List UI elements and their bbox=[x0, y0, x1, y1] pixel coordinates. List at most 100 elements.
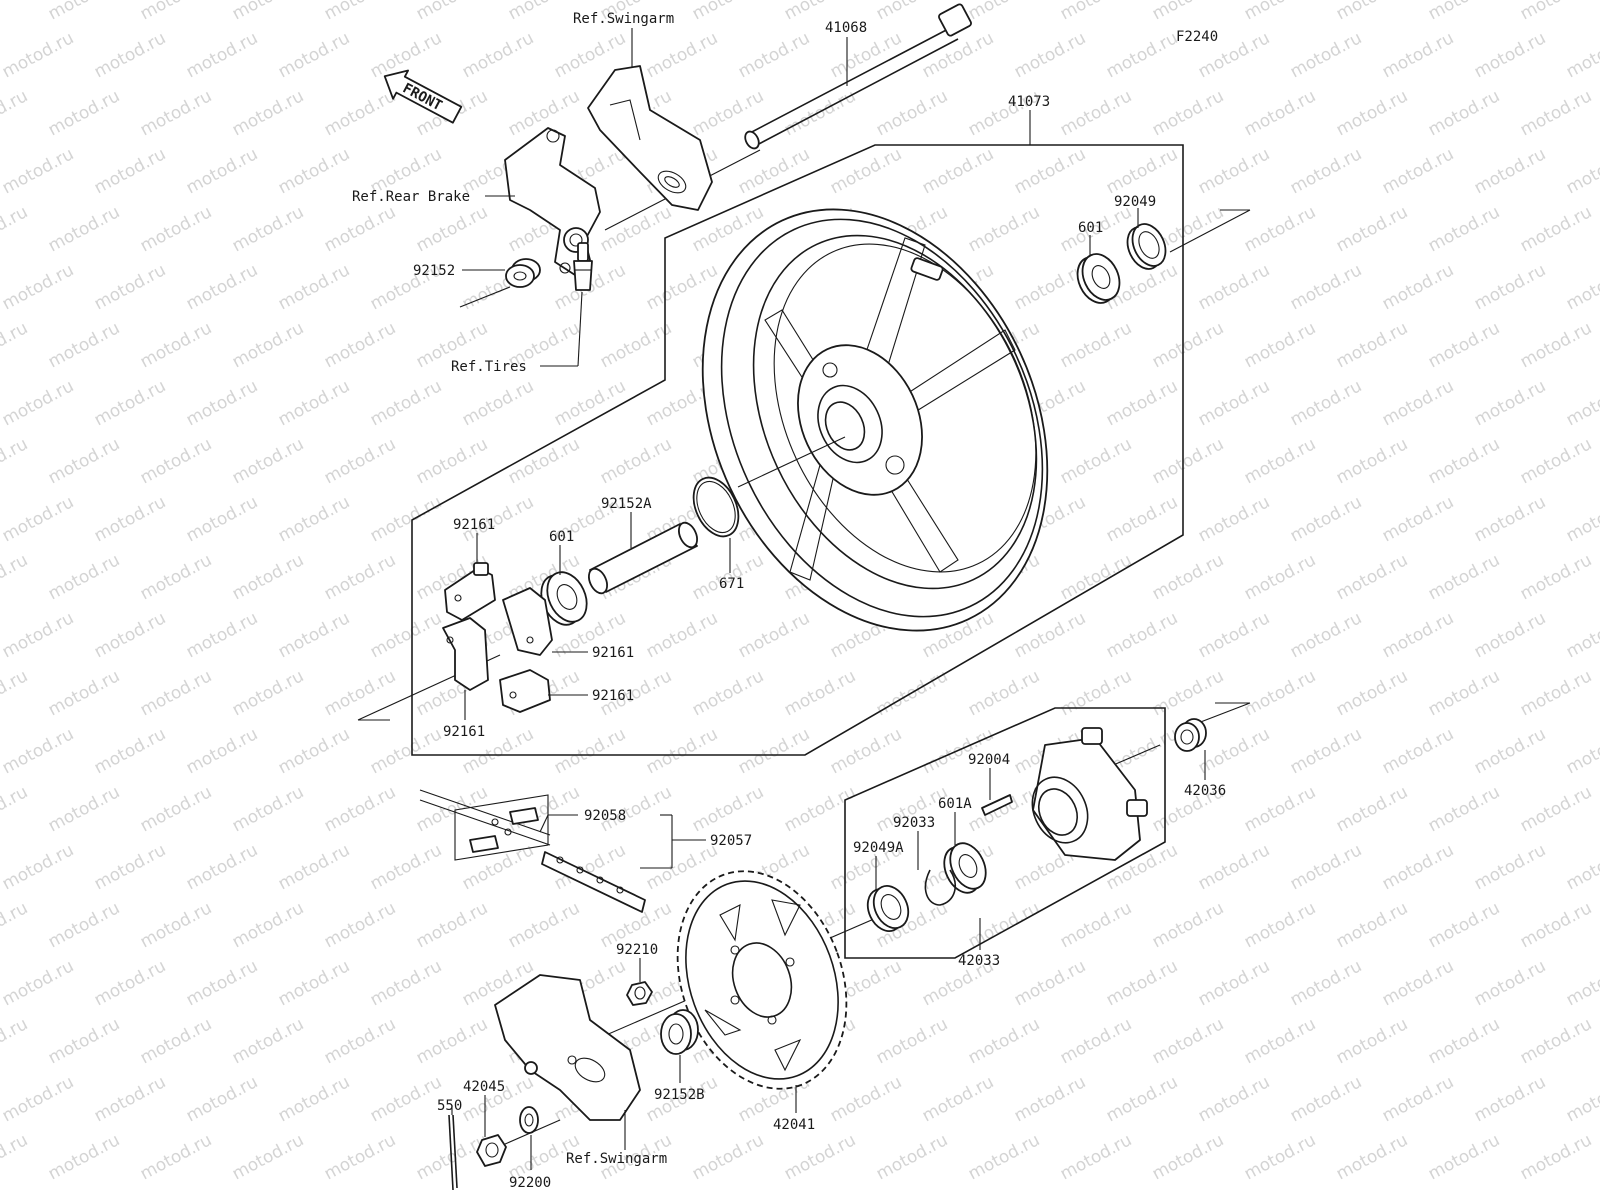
label-ref-swingarm-bottom: Ref.Swingarm bbox=[566, 1151, 667, 1167]
watermark-text: motod.ru bbox=[275, 724, 353, 778]
watermark-text: motod.ru bbox=[321, 86, 399, 140]
watermark-text: motod.ru bbox=[1287, 840, 1365, 894]
watermark-text: motod.ru bbox=[1563, 260, 1600, 314]
label-92210: 92210 bbox=[616, 942, 658, 958]
label-41068: 41068 bbox=[825, 20, 867, 36]
watermark-text: motod.ru bbox=[1241, 434, 1319, 488]
rear-sprocket-42041 bbox=[676, 870, 848, 1090]
watermark-text: motod.ru bbox=[0, 550, 31, 604]
watermark-text: motod.ru bbox=[1563, 956, 1600, 1010]
watermark-text: motod.ru bbox=[275, 608, 353, 662]
watermark-text: motod.ru bbox=[1425, 318, 1503, 372]
watermark-text: motod.ru bbox=[413, 0, 491, 24]
watermark-text: motod.ru bbox=[1379, 144, 1457, 198]
watermark-text: motod.ru bbox=[965, 1130, 1043, 1184]
watermark-text: motod.ru bbox=[275, 376, 353, 430]
watermark-text: motod.ru bbox=[505, 782, 583, 836]
watermark-text: motod.ru bbox=[873, 1014, 951, 1068]
watermark-text: motod.ru bbox=[735, 608, 813, 662]
watermark-text: motod.ru bbox=[45, 782, 123, 836]
seal-92049-top bbox=[1126, 223, 1167, 270]
bearing-601-mid bbox=[540, 571, 588, 626]
watermark-text: motod.ru bbox=[1195, 956, 1273, 1010]
watermark-text: motod.ru bbox=[321, 434, 399, 488]
watermark-text: motod.ru bbox=[827, 28, 905, 82]
watermark-text: motod.ru bbox=[1379, 260, 1457, 314]
watermark-text: motod.ru bbox=[413, 898, 491, 952]
watermark-text: motod.ru bbox=[965, 202, 1043, 256]
watermark-text: motod.ru bbox=[321, 782, 399, 836]
label-601A: 601A bbox=[938, 796, 972, 812]
circlip-92033 bbox=[924, 869, 956, 906]
watermark-text: motod.ru bbox=[1287, 724, 1365, 778]
watermark-text: motod.ru bbox=[1517, 1130, 1595, 1184]
label-ref-rear-brake: Ref.Rear Brake bbox=[352, 189, 470, 205]
watermark-text: motod.ru bbox=[0, 1072, 77, 1126]
watermark-text: motod.ru bbox=[45, 666, 123, 720]
watermark-text: motod.ru bbox=[321, 318, 399, 372]
watermark-text: motod.ru bbox=[1563, 608, 1600, 662]
watermark-text: motod.ru bbox=[367, 1072, 445, 1126]
watermark-text: motod.ru bbox=[965, 782, 1043, 836]
watermark-text: motod.ru bbox=[0, 956, 77, 1010]
label-92161-d: 92161 bbox=[443, 724, 485, 740]
watermark-text: motod.ru bbox=[1195, 260, 1273, 314]
watermark-text: motod.ru bbox=[1287, 608, 1365, 662]
watermark-text: motod.ru bbox=[1379, 1072, 1457, 1126]
watermark-text: motod.ru bbox=[229, 550, 307, 604]
watermark-text: motod.ru bbox=[1103, 144, 1181, 198]
watermark-text: motod.ru bbox=[183, 840, 261, 894]
damper-92161-d bbox=[499, 669, 551, 713]
watermark-text: motod.ru bbox=[321, 1014, 399, 1068]
label-92004: 92004 bbox=[968, 752, 1010, 768]
watermark-text: motod.ru bbox=[1425, 0, 1503, 24]
watermark-text: motod.ru bbox=[413, 782, 491, 836]
watermark-text: motod.ru bbox=[1103, 956, 1181, 1010]
watermark-text: motod.ru bbox=[229, 666, 307, 720]
watermark-text: motod.ru bbox=[137, 0, 215, 24]
watermark-text: motod.ru bbox=[505, 898, 583, 952]
watermark-text: motod.ru bbox=[1149, 434, 1227, 488]
watermark-text: motod.ru bbox=[229, 1014, 307, 1068]
watermark-text: motod.ru bbox=[0, 666, 31, 720]
watermark-text: motod.ru bbox=[0, 608, 77, 662]
watermark-text: motod.ru bbox=[689, 0, 767, 24]
watermark-text: motod.ru bbox=[275, 1072, 353, 1126]
watermark-text: motod.ru bbox=[91, 376, 169, 430]
watermark-text: motod.ru bbox=[1103, 376, 1181, 430]
watermark-text: motod.ru bbox=[1103, 608, 1181, 662]
watermark-text: motod.ru bbox=[0, 898, 31, 952]
watermark-text: motod.ru bbox=[1241, 1014, 1319, 1068]
watermark-text: motod.ru bbox=[1471, 376, 1549, 430]
watermark-text: motod.ru bbox=[1103, 492, 1181, 546]
damper-92161-a bbox=[444, 562, 496, 621]
watermark-text: motod.ru bbox=[1379, 492, 1457, 546]
watermark-text: motod.ru bbox=[0, 202, 31, 256]
watermark-text: motod.ru bbox=[367, 840, 445, 894]
watermark-text: motod.ru bbox=[1379, 956, 1457, 1010]
guide-line bbox=[459, 286, 511, 308]
watermark-text: motod.ru bbox=[965, 1014, 1043, 1068]
cotter-pin-550 bbox=[448, 1114, 458, 1191]
watermark-text: motod.ru bbox=[1287, 1072, 1365, 1126]
watermark-text: motod.ru bbox=[1471, 608, 1549, 662]
watermark-text: motod.ru bbox=[1241, 86, 1319, 140]
rear-brake-bracket bbox=[504, 127, 601, 276]
watermark-text: motod.ru bbox=[1241, 0, 1319, 24]
label-92049: 92049 bbox=[1114, 194, 1156, 210]
label-92161-a: 92161 bbox=[453, 517, 495, 533]
watermark-text: motod.ru bbox=[505, 0, 583, 24]
watermark-text: motod.ru bbox=[183, 724, 261, 778]
label-92161-b: 92161 bbox=[592, 645, 634, 661]
watermark-text: motod.ru bbox=[1425, 86, 1503, 140]
watermark-text: motod.ru bbox=[459, 376, 537, 430]
watermark-text: motod.ru bbox=[229, 782, 307, 836]
watermark-text: motod.ru bbox=[1379, 28, 1457, 82]
watermark-text: motod.ru bbox=[1241, 550, 1319, 604]
watermark-text: motod.ru bbox=[1333, 898, 1411, 952]
watermark-text: motod.ru bbox=[91, 608, 169, 662]
watermark-text: motod.ru bbox=[183, 376, 261, 430]
watermark-text: motod.ru bbox=[689, 86, 767, 140]
watermark-text: motod.ru bbox=[229, 1130, 307, 1184]
watermark-text: motod.ru bbox=[1563, 1072, 1600, 1126]
